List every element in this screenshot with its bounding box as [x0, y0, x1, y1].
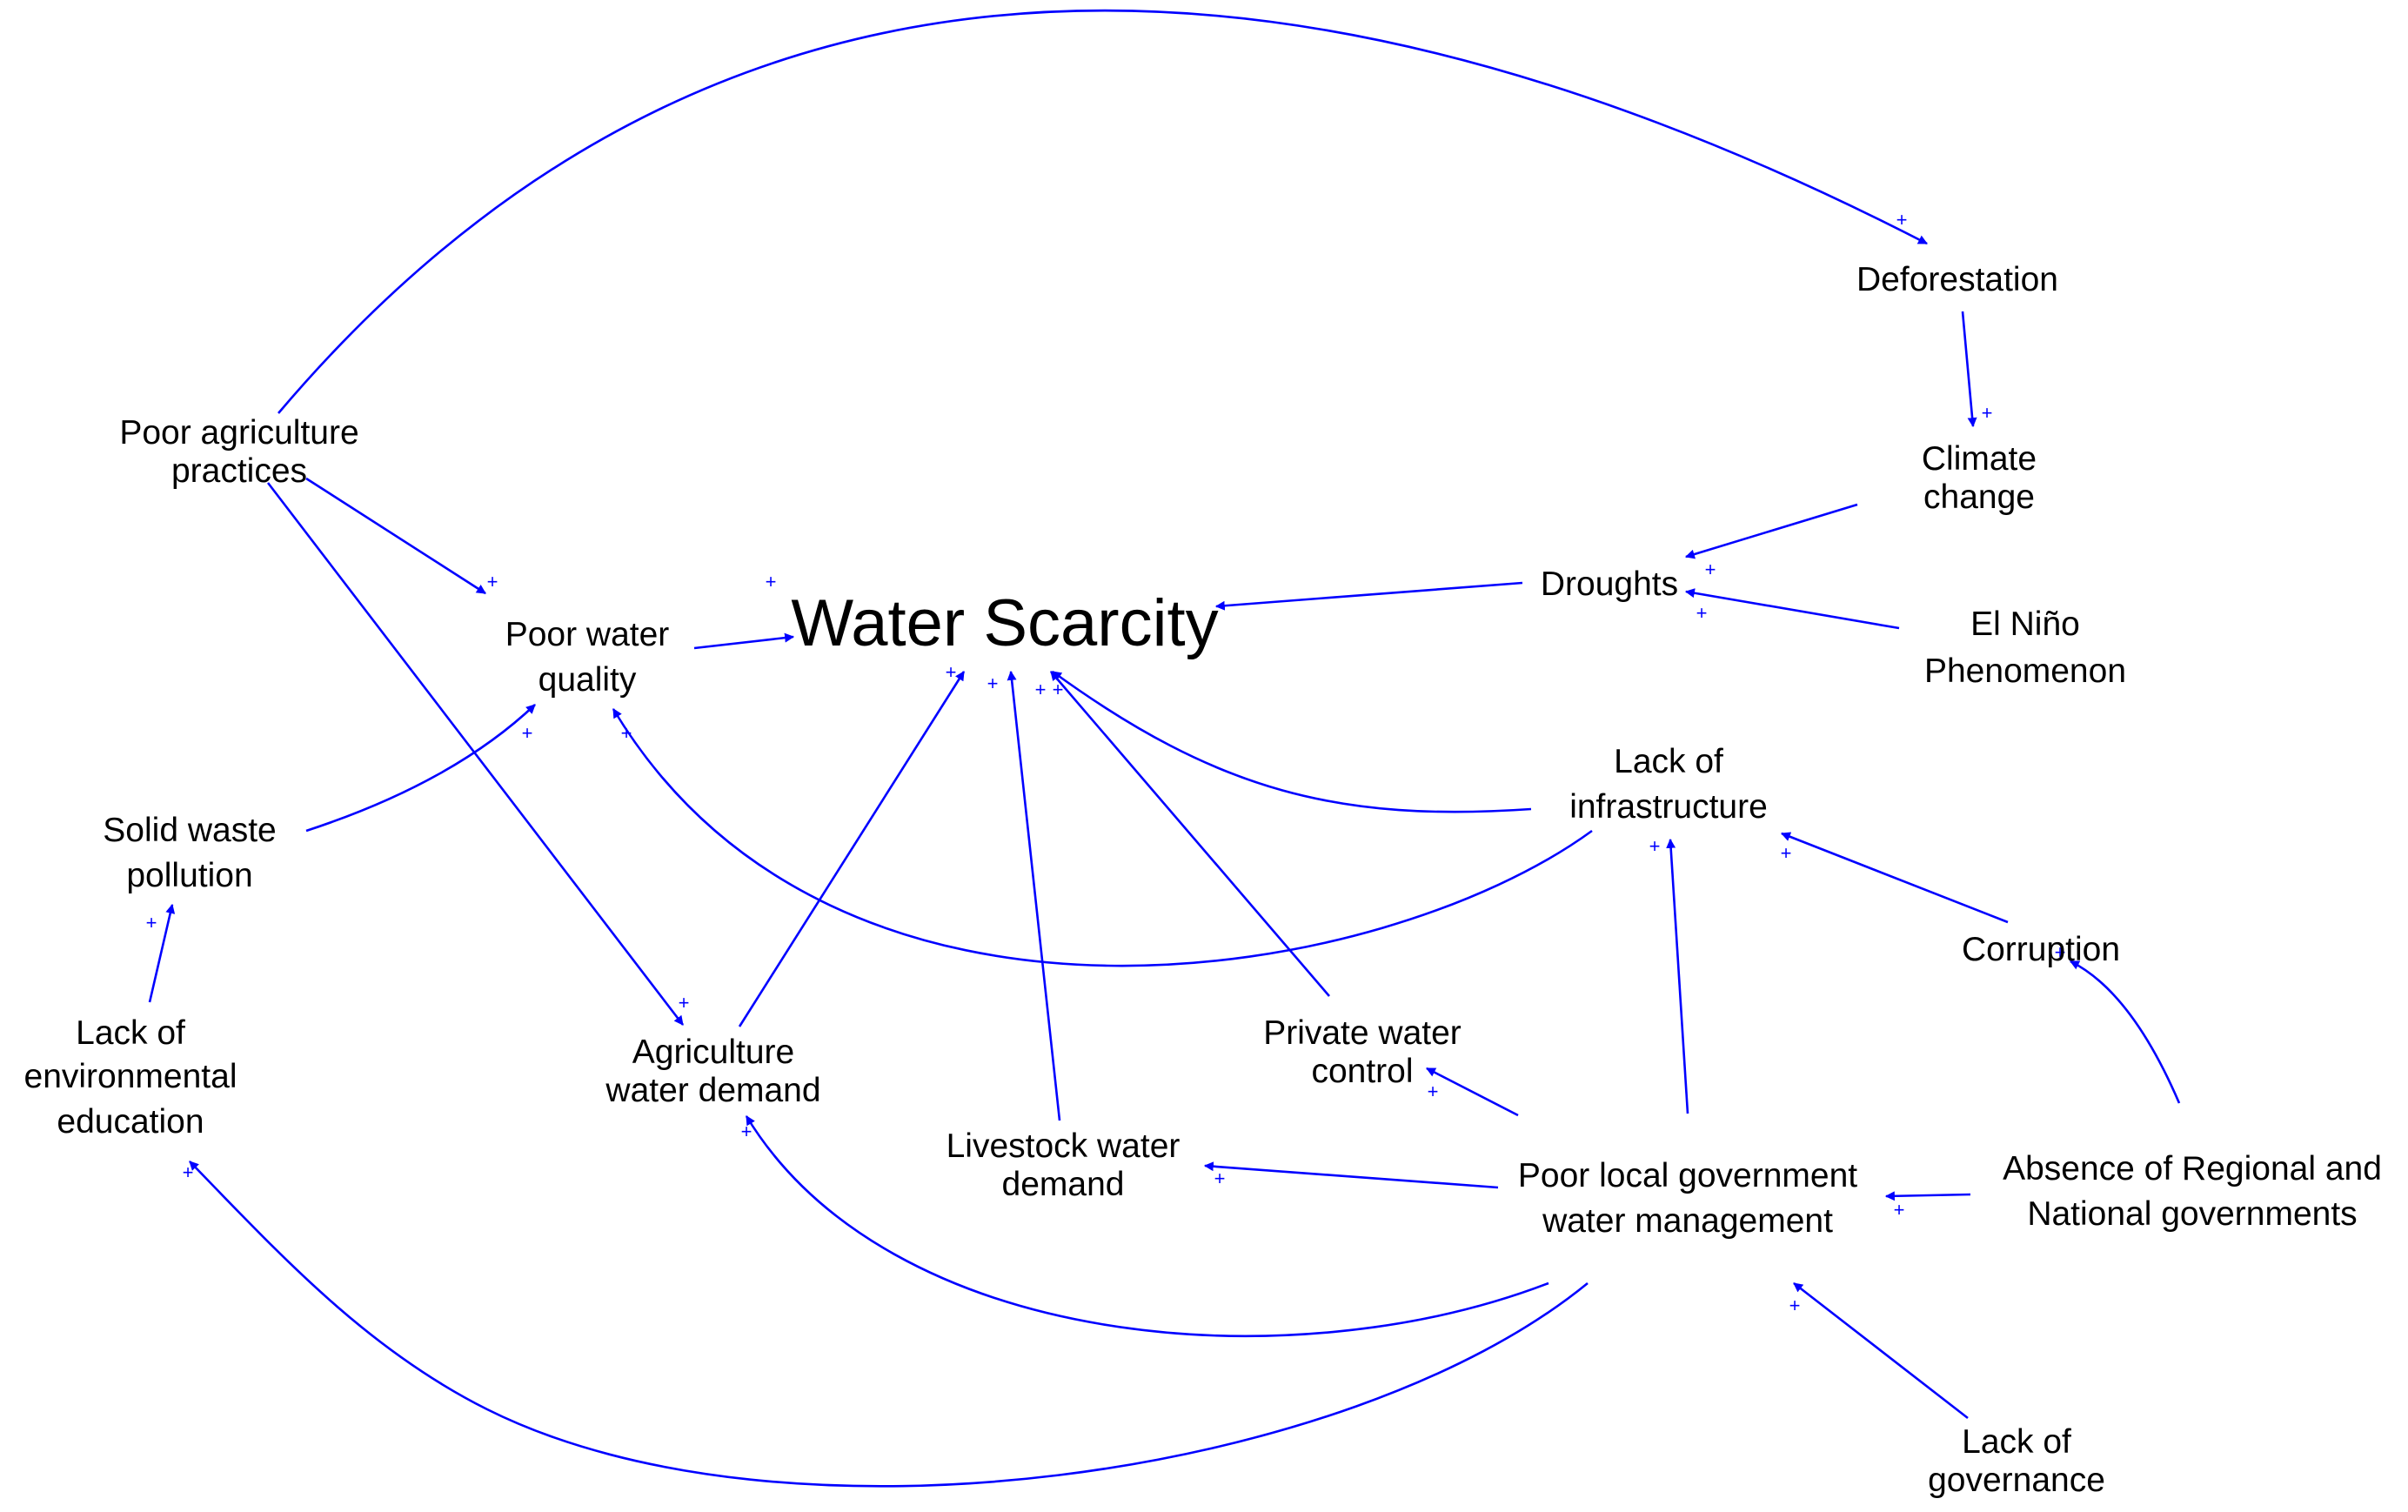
node-label-line: Deforestation: [1856, 261, 2058, 298]
node-label-line: Lack of: [76, 1014, 185, 1052]
polarity-plus: +: [1896, 209, 1908, 231]
link-private-control-to-water-scarcity: [1050, 671, 1330, 997]
polarity-plus: +: [987, 672, 999, 694]
node-label-line: change: [1923, 478, 2035, 516]
node-label-line: Absence of Regional and: [2003, 1150, 2382, 1188]
node-label-line: control: [1311, 1053, 1413, 1090]
node-label-line: National governments: [2027, 1195, 2357, 1233]
polarity-plus: +: [2055, 941, 2066, 963]
polarity-plus: +: [487, 571, 498, 592]
node-label-line: Agriculture: [632, 1034, 794, 1071]
polarity-plus: +: [522, 722, 533, 744]
node-label-line: water management: [1542, 1202, 1833, 1240]
node-label-line: Solid waste: [103, 812, 276, 849]
link-deforestation-to-climate-change: [1961, 311, 1977, 428]
node-label-line: water demand: [605, 1072, 820, 1109]
polarity-plus: +: [1696, 602, 1708, 624]
node-lack-of-environmental-education: Lack of environmental education: [24, 1014, 237, 1141]
central-variable-water-scarcity: Water Scarcity: [791, 586, 1218, 660]
polarity-plus: +: [621, 722, 632, 744]
node-agriculture-water-demand: Agriculture water demand: [605, 1034, 820, 1109]
polarity-plus: +: [1214, 1167, 1226, 1189]
polarity-plus: +: [1894, 1199, 1905, 1221]
node-climate-change: Climate change: [1922, 440, 2037, 516]
link-environmental-education-to-solid-waste: [148, 903, 176, 1003]
node-label-line: Livestock water: [946, 1127, 1181, 1165]
polarity-plus: +: [1053, 679, 1064, 700]
polarity-plus: +: [1705, 559, 1716, 580]
node-livestock-water-demand: Livestock water demand: [946, 1127, 1181, 1203]
node-private-water-control: Private water control: [1263, 1014, 1462, 1090]
link-poor-local-government-to-infrastructure: [1666, 838, 1689, 1114]
node-label-line: Poor water: [505, 616, 670, 653]
link-corruption-to-infrastructure: [1780, 832, 2009, 924]
node-label-line: demand: [1002, 1166, 1125, 1203]
link-agriculture-demand-to-water-scarcity: [738, 671, 966, 1027]
polarity-plus: +: [146, 912, 157, 933]
node-label-line: pollution: [126, 857, 252, 894]
polarity-plus: +: [1982, 402, 1993, 424]
node-label-line: Corruption: [1962, 931, 2120, 968]
node-corruption: Corruption: [1962, 931, 2120, 968]
link-absence-governments-to-poor-local-government: [1884, 1191, 1971, 1201]
node-label-line: Phenomenon: [1924, 652, 2126, 690]
node-label-line: governance: [1928, 1462, 2105, 1499]
node-label-line: Climate: [1922, 440, 2037, 478]
link-infrastructure-to-water-scarcity: [1052, 670, 1532, 813]
node-label-line: Poor local government: [1518, 1157, 1857, 1194]
node-label-line: Lack of: [1962, 1423, 2071, 1461]
polarity-plus: +: [741, 1121, 752, 1142]
node-label-line: practices: [171, 452, 307, 490]
node-label-line: Private water: [1263, 1014, 1462, 1052]
node-label-line: Lack of: [1614, 743, 1723, 780]
node-solid-waste-pollution: Solid waste pollution: [103, 812, 276, 894]
node-label-line: education: [57, 1103, 204, 1141]
node-poor-local-government-water-management: Poor local government water management: [1518, 1157, 1857, 1240]
node-lack-of-infrastructure: Lack of infrastructure: [1569, 743, 1768, 826]
node-label-line: quality: [538, 661, 637, 699]
link-poor-water-quality-to-water-scarcity: [693, 632, 795, 650]
link-livestock-demand-to-water-scarcity: [1007, 670, 1061, 1121]
node-label-line: El Niño: [1970, 605, 2080, 643]
node-absence-of-regional-and-national-governments: Absence of Regional and National governm…: [2003, 1150, 2382, 1233]
link-infrastructure-to-poor-water-quality: [612, 708, 1593, 967]
link-poor-local-government-to-private-control: [1426, 1067, 1519, 1117]
link-el-nino-to-droughts: [1684, 588, 1900, 630]
node-lack-of-governance: Lack of governance: [1928, 1423, 2105, 1499]
link-poor-agriculture-to-agriculture-water-demand: [266, 482, 685, 1026]
polarity-plus: +: [946, 661, 957, 683]
node-deforestation: Deforestation: [1856, 261, 2058, 298]
polarity-plus: +: [183, 1161, 194, 1183]
node-label-line: Droughts: [1541, 565, 1678, 603]
polarity-plus: +: [766, 571, 777, 592]
link-poor-agriculture-to-poor-water-quality: [305, 477, 486, 595]
node-label-line: Poor agriculture: [119, 414, 358, 452]
causal-links: [148, 9, 2181, 1488]
polarity-plus: +: [1035, 679, 1047, 700]
polarity-plus: +: [679, 992, 690, 1014]
link-solid-waste-to-poor-water-quality: [305, 704, 536, 833]
link-poor-local-government-to-agriculture-demand: [745, 1115, 1549, 1337]
polarity-plus: +: [1789, 1295, 1801, 1316]
node-poor-agriculture-practices: Poor agriculture practices: [119, 414, 358, 490]
polarity-plus: +: [1428, 1080, 1439, 1102]
polarity-plus: +: [1649, 835, 1661, 857]
polarity-markers: + + + + + + + + + + + + + + + + + + + + …: [146, 209, 2066, 1316]
link-lack-of-governance-to-poor-local-government: [1793, 1281, 1969, 1420]
node-label-line: infrastructure: [1569, 788, 1768, 826]
node-droughts: Droughts: [1541, 565, 1678, 603]
link-poor-local-government-to-environmental-education: [189, 1161, 1589, 1488]
link-climate-change-to-droughts: [1684, 503, 1858, 559]
link-poor-local-government-to-livestock-demand: [1203, 1161, 1499, 1189]
node-label-line: environmental: [24, 1058, 237, 1095]
polarity-plus: +: [1781, 842, 1792, 864]
link-droughts-to-water-scarcity: [1214, 581, 1523, 611]
node-el-nino-phenomenon: El Niño Phenomenon: [1924, 605, 2126, 690]
node-poor-water-quality: Poor water quality: [505, 616, 670, 699]
link-absence-governments-to-corruption: [2070, 960, 2181, 1104]
link-poor-agriculture-to-deforestation: [278, 9, 1928, 414]
